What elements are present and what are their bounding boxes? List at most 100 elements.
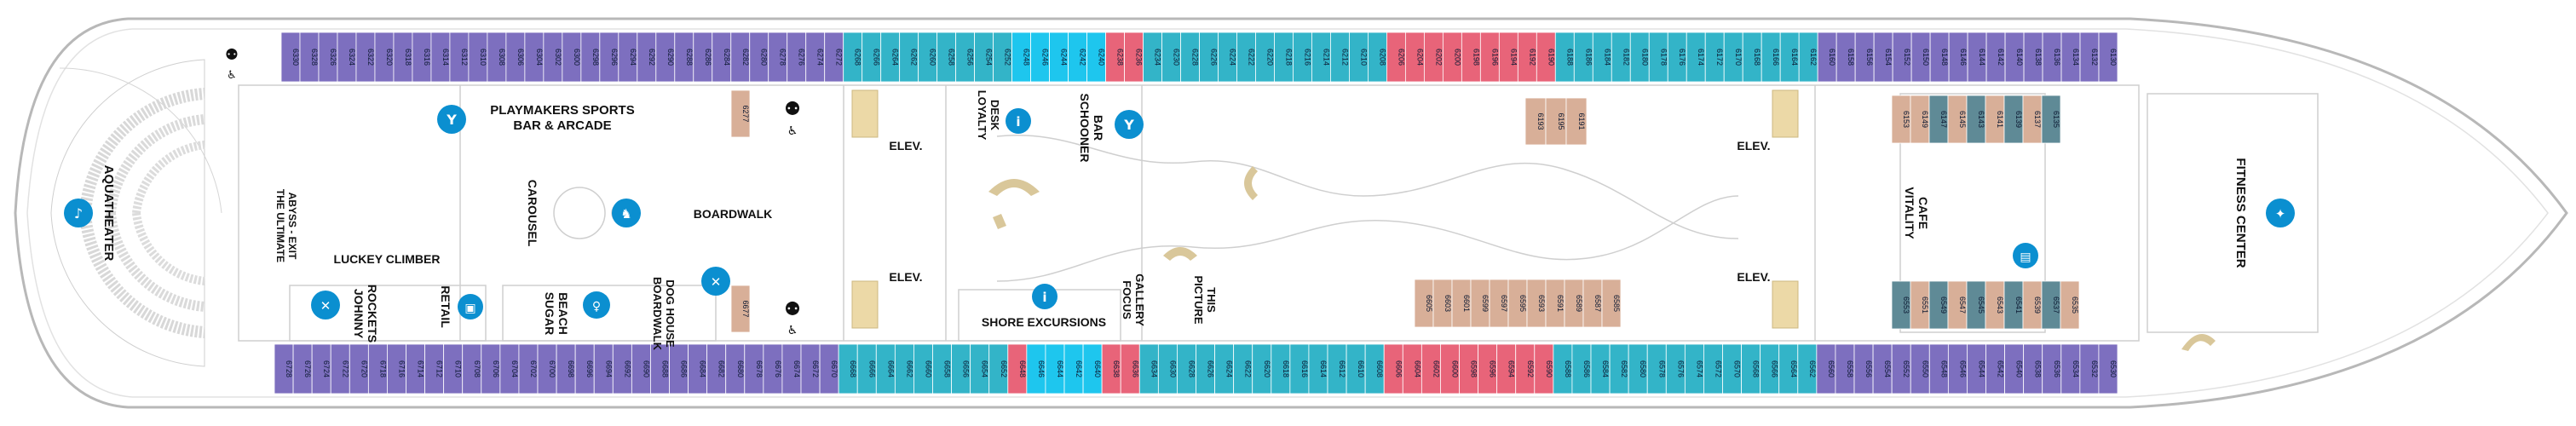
cabin[interactable]: 6222 [1236, 32, 1256, 83]
cabin[interactable]: 6256 [955, 32, 976, 83]
cabin[interactable]: 6541 [2003, 280, 2024, 330]
cabin[interactable]: 6158 [1835, 32, 1856, 83]
cabin[interactable]: 6540 [2004, 343, 2025, 394]
cabin[interactable]: 6278 [768, 32, 788, 83]
cabin[interactable]: 6300 [562, 32, 582, 83]
cabin[interactable]: 6586 [1571, 343, 1592, 394]
cabin[interactable]: 6543 [1985, 280, 2005, 330]
cabin[interactable]: 6614 [1308, 343, 1328, 394]
cabin[interactable]: 6188 [1554, 32, 1575, 83]
cabin[interactable]: 6166 [1761, 32, 1781, 83]
cabin[interactable]: 6608 [1364, 343, 1385, 394]
cabin[interactable]: 6160 [1817, 32, 1837, 83]
cabin[interactable]: 6676 [763, 343, 783, 394]
cabin[interactable]: 6236 [1124, 32, 1144, 83]
cabin[interactable]: 6682 [706, 343, 727, 394]
cabin[interactable]: 6196 [1479, 32, 1500, 83]
cabin[interactable]: 6153 [1891, 95, 1911, 144]
cabin[interactable]: 6638 [1101, 343, 1121, 394]
cabin[interactable]: 6136 [2042, 32, 2062, 83]
cabin[interactable]: 6698 [556, 343, 576, 394]
cabin[interactable]: 6284 [712, 32, 732, 83]
cabin[interactable]: 6254 [974, 32, 994, 83]
cabin[interactable]: 6593 [1526, 279, 1547, 328]
cabin[interactable]: 6624 [1214, 343, 1235, 394]
cabin[interactable]: 6538 [2023, 343, 2043, 394]
cabin[interactable]: 6286 [693, 32, 713, 83]
cabin[interactable]: 6294 [618, 32, 638, 83]
cabin[interactable]: 6580 [1628, 343, 1648, 394]
cabin[interactable]: 6578 [1646, 343, 1667, 394]
cabin[interactable]: 6320 [374, 32, 395, 83]
cabin[interactable]: 6589 [1564, 279, 1584, 328]
cabin[interactable]: 6318 [393, 32, 413, 83]
cabin[interactable]: 6670 [819, 343, 839, 394]
cabin[interactable]: 6152 [1892, 32, 1912, 83]
cabin[interactable]: 6720 [349, 343, 369, 394]
cabin[interactable]: 6228 [1180, 32, 1200, 83]
cabin[interactable]: 6304 [524, 32, 545, 83]
cabin[interactable]: 6266 [862, 32, 882, 83]
cabin[interactable]: 6290 [655, 32, 676, 83]
cabin[interactable]: 6668 [838, 343, 858, 394]
cabin[interactable]: 6226 [1199, 32, 1219, 83]
cabin[interactable]: 6135 [2041, 95, 2061, 144]
cabin[interactable]: 6634 [1138, 343, 1159, 394]
cabin[interactable]: 6130 [2098, 32, 2118, 83]
cabin[interactable]: 6680 [725, 343, 746, 394]
cabin[interactable]: 6272 [824, 32, 844, 83]
cabin[interactable]: 6182 [1611, 32, 1631, 83]
cabin[interactable]: 6604 [1402, 343, 1422, 394]
cabin[interactable]: 6146 [1948, 32, 1968, 83]
cabin[interactable]: 6666 [856, 343, 877, 394]
cabin[interactable]: 6190 [1536, 32, 1556, 83]
cabin[interactable]: 6191 [1565, 97, 1588, 146]
cabin[interactable]: 6722 [330, 343, 350, 394]
cabin[interactable]: 6546 [1947, 343, 1968, 394]
cabin[interactable]: 6694 [593, 343, 614, 394]
cabin[interactable]: 6306 [505, 32, 526, 83]
cabin[interactable]: 6594 [1496, 343, 1517, 394]
cabin[interactable]: 6216 [1293, 32, 1312, 83]
cabin[interactable]: 6296 [599, 32, 620, 83]
cabin[interactable]: 6244 [1049, 32, 1069, 83]
cabin[interactable]: 6606 [1383, 343, 1403, 394]
cabin[interactable]: 6330 [280, 32, 301, 83]
cabin[interactable]: 6140 [2004, 32, 2025, 83]
cabin[interactable]: 6616 [1289, 343, 1310, 394]
cabin[interactable]: 6156 [1854, 32, 1875, 83]
cabin[interactable]: 6588 [1553, 343, 1573, 394]
cabin[interactable]: 6218 [1274, 32, 1294, 83]
cabin[interactable]: 6554 [1872, 343, 1893, 394]
cabin[interactable]: 6574 [1684, 343, 1704, 394]
cabin[interactable]: 6310 [468, 32, 488, 83]
cabin[interactable]: 6326 [318, 32, 338, 83]
cabin[interactable]: 6238 [1105, 32, 1125, 83]
cabin[interactable]: 6640 [1082, 343, 1103, 394]
cabin[interactable]: 6598 [1459, 343, 1478, 394]
cabin[interactable]: 6568 [1741, 343, 1761, 394]
cabin[interactable]: 6192 [1517, 32, 1537, 83]
cabin[interactable]: 6149 [1910, 95, 1930, 144]
cabin[interactable]: 6684 [688, 343, 708, 394]
cabin[interactable]: 6652 [988, 343, 1009, 394]
cabin[interactable]: 6572 [1703, 343, 1723, 394]
cabin[interactable]: 6288 [674, 32, 694, 83]
cabin[interactable]: 6591 [1545, 279, 1565, 328]
cabin[interactable]: 6204 [1404, 32, 1425, 83]
cabin[interactable]: 6610 [1346, 343, 1366, 394]
cabin[interactable]: 6599 [1470, 279, 1490, 328]
cabin[interactable]: 6690 [631, 343, 651, 394]
cabin[interactable]: 6292 [637, 32, 657, 83]
cabin[interactable]: 6324 [337, 32, 357, 83]
cabin[interactable]: 6658 [932, 343, 952, 394]
cabin[interactable]: 6646 [1026, 343, 1046, 394]
cabin[interactable]: 6686 [669, 343, 689, 394]
cabin[interactable]: 6145 [1947, 95, 1968, 144]
cabin[interactable]: 6316 [412, 32, 432, 83]
cabin[interactable]: 6566 [1760, 343, 1780, 394]
cabin[interactable]: 6195 [1545, 97, 1567, 146]
cabin[interactable]: 6308 [487, 32, 507, 83]
cabin[interactable]: 6277 [730, 89, 751, 138]
cabin[interactable]: 6186 [1573, 32, 1593, 83]
